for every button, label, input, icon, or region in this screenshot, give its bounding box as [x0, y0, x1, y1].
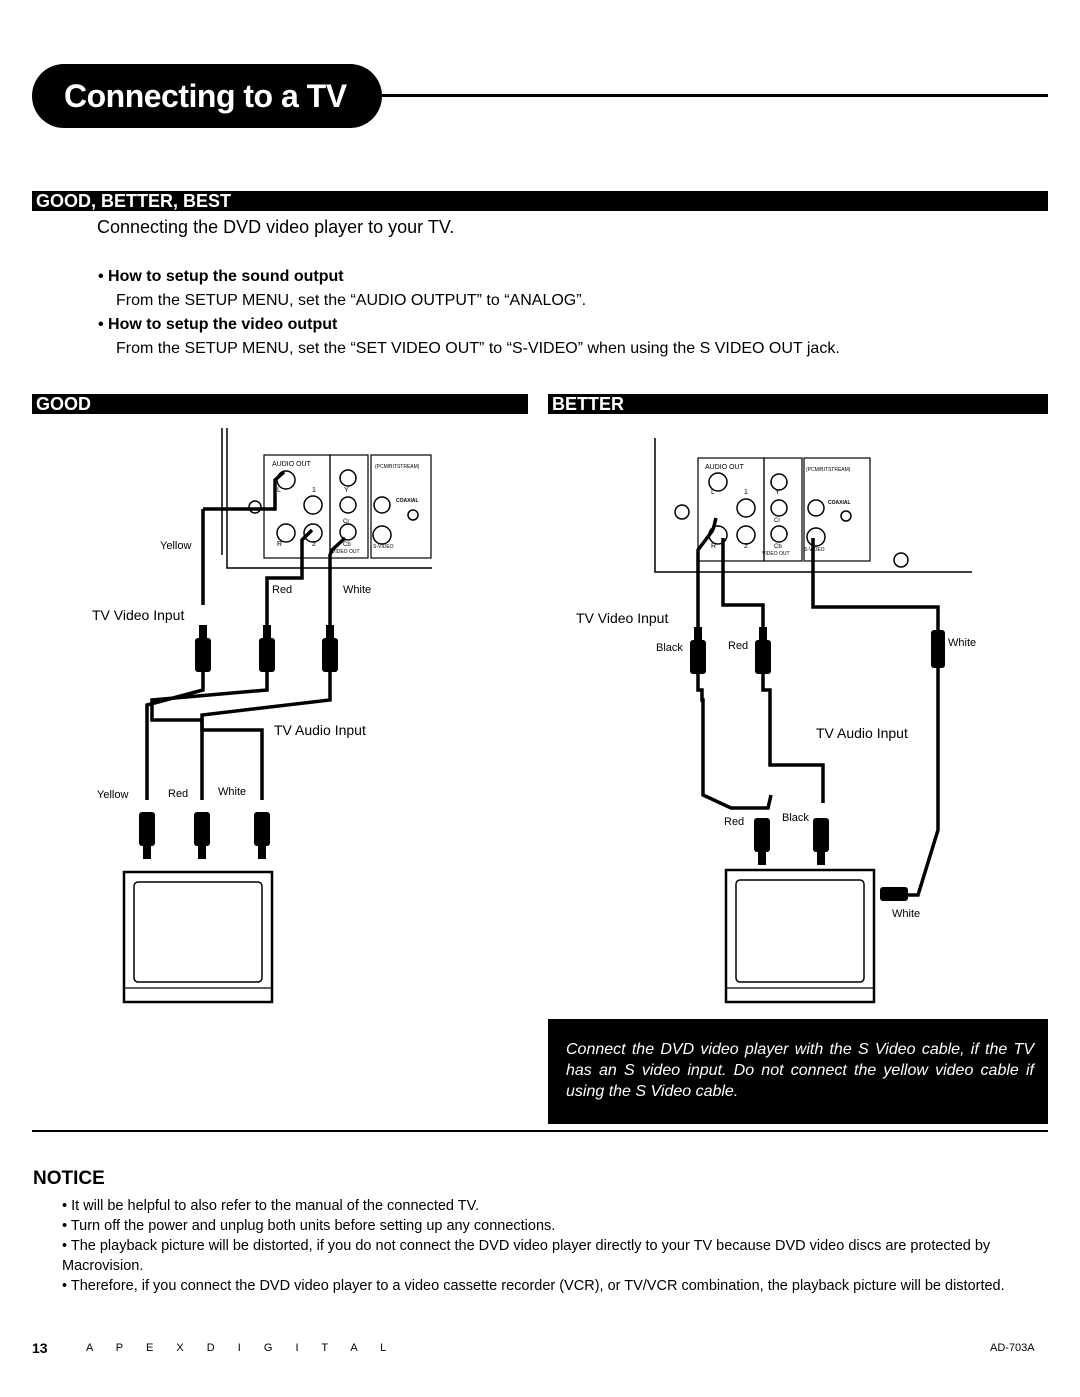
cables — [696, 517, 940, 897]
white-bottom-label: White — [892, 908, 920, 920]
l-label: L — [277, 487, 281, 494]
white-top-label: White — [343, 584, 371, 596]
cb-label: Cb — [343, 542, 351, 548]
cables — [145, 470, 347, 800]
black-top-label: Black — [656, 642, 683, 654]
better-connection-diagram: AUDIO OUT (PCM/BITSTREAM) L 1 Y R 2 Cr C… — [576, 438, 976, 1004]
tv-audio-input-label: TV Audio Input — [816, 725, 908, 741]
video-output-text: From the SETUP MENU, set the “SET VIDEO … — [116, 340, 840, 357]
dvd-player-panel: AUDIO OUT (PCM/BITSTREAM) L 1 Y R 2 Cr C… — [221, 428, 432, 569]
y-label: Y — [775, 489, 780, 496]
r-label: R — [277, 541, 282, 548]
rca-plugs — [690, 627, 945, 901]
notice-heading: NOTICE — [33, 1168, 105, 1189]
red-top-label: Red — [272, 584, 292, 596]
good-heading: GOOD — [32, 394, 528, 414]
pcm-label: (PCM/BITSTREAM) — [806, 467, 851, 473]
tv-set — [724, 868, 876, 1004]
dvd-player-panel: AUDIO OUT (PCM/BITSTREAM) L 1 Y R 2 Cr C… — [654, 438, 972, 573]
title-rule — [382, 94, 1048, 97]
better-heading: BETTER — [548, 394, 1048, 414]
tv-audio-input-label: TV Audio Input — [274, 722, 366, 738]
audio-out-label: AUDIO OUT — [705, 464, 745, 471]
page-title: Connecting to a TV — [32, 64, 382, 128]
black-bottom-label: Black — [782, 812, 809, 824]
y-label: Y — [344, 487, 349, 494]
red-bottom-label: Red — [724, 816, 744, 828]
red-top-label: Red — [728, 640, 748, 652]
red-bottom-label: Red — [168, 788, 188, 800]
notice-item: • The playback picture will be distorted… — [62, 1238, 991, 1274]
video-out-label: VIDEO OUT — [332, 549, 360, 555]
model-number: AD-703A — [990, 1342, 1035, 1354]
one-label: 1 — [744, 489, 748, 496]
video-out-label: VIDEO OUT — [762, 551, 790, 557]
notice-item: • Turn off the power and unplug both uni… — [62, 1218, 556, 1234]
two-label: 2 — [312, 541, 316, 548]
cr-label: Cr — [343, 519, 349, 525]
intro-text: Connecting the DVD video player to your … — [97, 217, 455, 237]
notice-item: • It will be helpful to also refer to th… — [62, 1198, 479, 1214]
page-number: 13 — [32, 1340, 48, 1356]
white-top-label: White — [948, 637, 976, 649]
pcm-label: (PCM/BITSTREAM) — [375, 464, 420, 470]
notice-item: • Therefore, if you connect the DVD vide… — [62, 1278, 1005, 1294]
brand-name: A P E X D I G I T A L — [86, 1342, 397, 1354]
svideo-note: Connect the DVD video player with the S … — [548, 1019, 1048, 1124]
sound-output-heading: • How to setup the sound output — [98, 268, 344, 285]
l-label: L — [711, 489, 715, 496]
tv-set — [122, 870, 274, 1004]
cb-label: Cb — [774, 544, 782, 550]
video-output-heading: • How to setup the video output — [98, 316, 338, 333]
notice-list: • It will be helpful to also refer to th… — [62, 1196, 1042, 1296]
sound-output-text: From the SETUP MENU, set the “AUDIO OUTP… — [116, 292, 587, 309]
r-label: R — [711, 543, 716, 550]
section-heading: GOOD, BETTER, BEST — [32, 191, 1048, 211]
audio-out-label: AUDIO OUT — [272, 461, 312, 468]
one-label: 1 — [312, 487, 316, 494]
tv-video-input-label: TV Video Input — [92, 607, 184, 623]
two-label: 2 — [744, 543, 748, 550]
tv-video-input-label: TV Video Input — [576, 610, 668, 626]
yellow-bottom-label: Yellow — [97, 789, 128, 801]
rca-plugs — [139, 625, 338, 859]
yellow-top-label: Yellow — [160, 540, 191, 552]
svideo-label: S-VIDEO — [373, 544, 394, 550]
white-bottom-label: White — [218, 786, 246, 798]
coaxial-label: COAXIAL — [828, 500, 851, 506]
cr-label: Cr — [774, 518, 780, 524]
coaxial-label: COAXIAL — [396, 498, 419, 504]
good-connection-diagram: AUDIO OUT (PCM/BITSTREAM) L 1 Y R 2 Cr C… — [92, 428, 432, 1004]
divider — [32, 1130, 1048, 1132]
